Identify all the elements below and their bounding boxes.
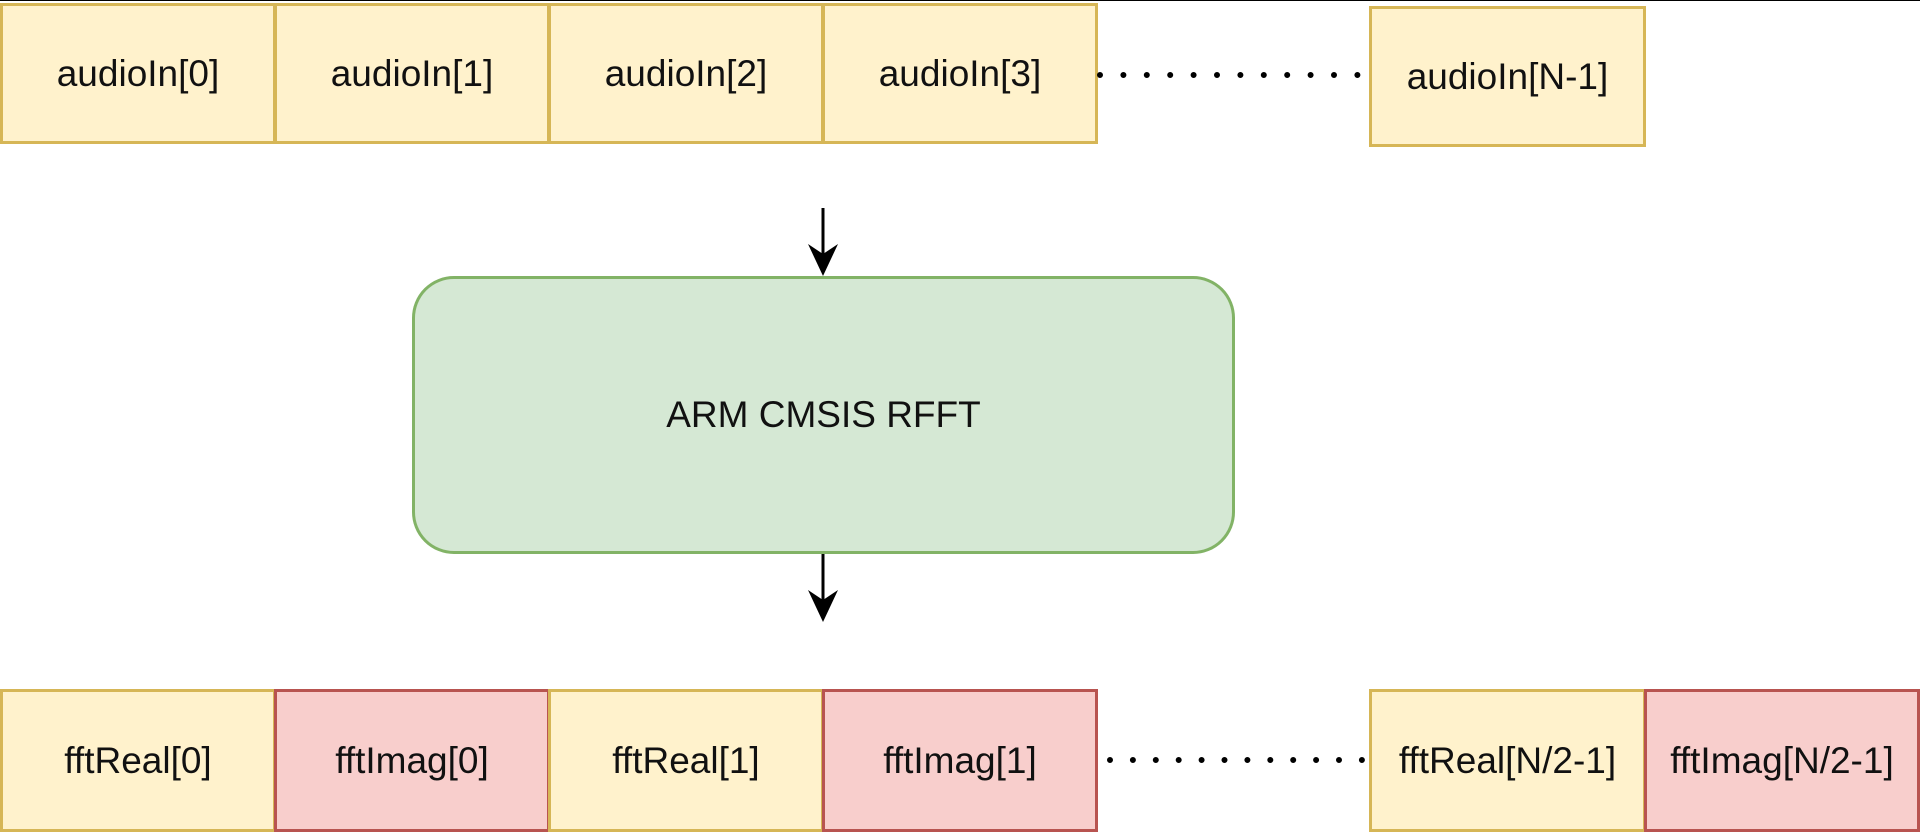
rfft-process-block: ARM CMSIS RFFT bbox=[412, 276, 1235, 554]
top-border-line bbox=[0, 0, 1920, 1]
arrow-rfft-to-output-head bbox=[808, 590, 838, 622]
rfft-process-label: ARM CMSIS RFFT bbox=[666, 394, 981, 435]
output-cell-imag-last: fftImag[N/2-1] bbox=[1644, 689, 1920, 832]
arrow-input-to-rfft-head bbox=[808, 244, 838, 276]
input-cell-last: audioIn[N-1] bbox=[1369, 6, 1646, 147]
output-cell-real-0: fftReal[0] bbox=[0, 689, 276, 832]
output-cell-imag-0: fftImag[0] bbox=[274, 689, 550, 832]
input-cell-0: audioIn[0] bbox=[0, 3, 276, 144]
output-cell-imag-1: fftImag[1] bbox=[822, 689, 1098, 832]
output-cell-real-1: fftReal[1] bbox=[548, 689, 824, 832]
input-cell-3: audioIn[3] bbox=[822, 3, 1098, 144]
output-cell-real-last: fftReal[N/2-1] bbox=[1369, 689, 1646, 832]
input-cell-2: audioIn[2] bbox=[548, 3, 824, 144]
